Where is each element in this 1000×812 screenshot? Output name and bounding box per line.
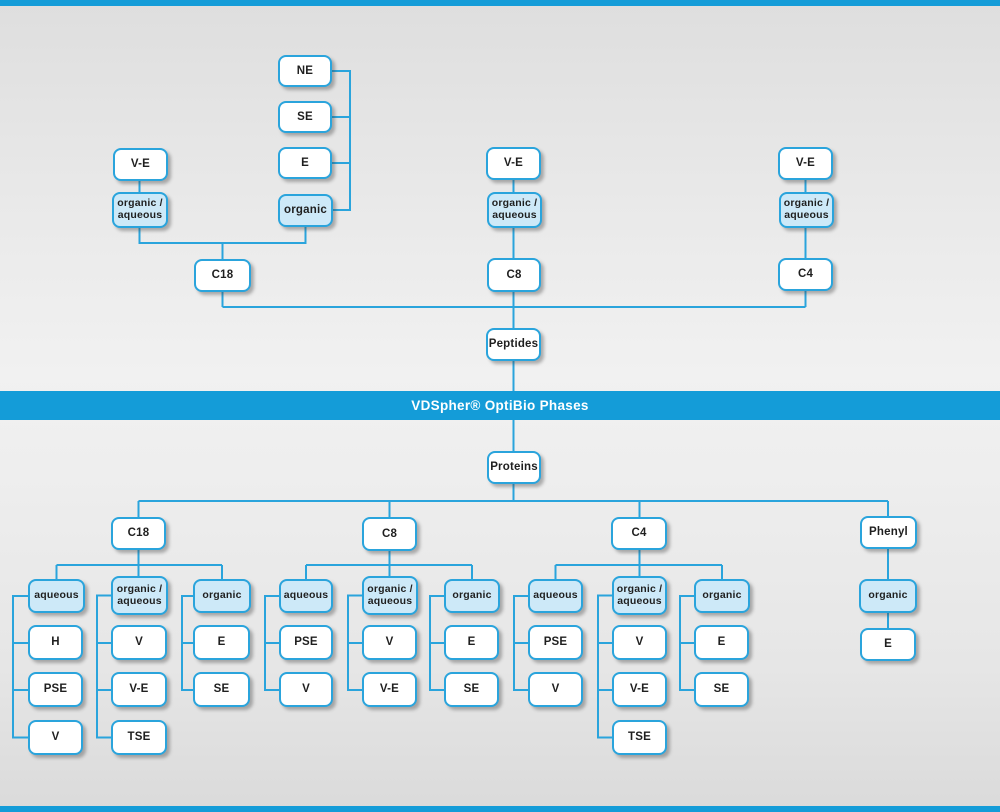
node-prot-c8-orgaq-leaf: V-E (362, 672, 417, 707)
node-pep-c18-se: SE (278, 101, 332, 133)
node-pep-c4: C4 (778, 258, 833, 291)
node-pep-c18-e: E (278, 147, 332, 179)
node-prot-c4: C4 (611, 517, 667, 550)
node-prot-c18-orgaq-leaf: TSE (111, 720, 167, 755)
node-pep-c4-ve: V-E (778, 147, 833, 180)
node-prot-c18-organic-leaf: E (193, 625, 250, 660)
node-proteins-root: Proteins (487, 451, 541, 484)
node-pep-c18-organic: organic (278, 194, 333, 227)
node-peptides-root: Peptides (486, 328, 541, 361)
node-prot-c4-orgaq-leaf: V-E (612, 672, 667, 707)
node-prot-c8-aqueous-leaf: PSE (279, 625, 333, 660)
node-prot-c18: C18 (111, 517, 166, 550)
node-prot-c18-orgaq-leaf: V-E (111, 672, 167, 707)
node-prot-c8-aqueous-leaf: V (279, 672, 333, 707)
node-prot-c18-aqueous-leaf: V (28, 720, 83, 755)
node-prot-c8-organic: organic (444, 579, 500, 613)
node-prot-c18-aqueous-leaf: H (28, 625, 83, 660)
node-prot-c18-orgaq: organic / aqueous (111, 576, 168, 615)
node-prot-c8-organic-leaf: SE (444, 672, 499, 707)
top-accent-bar (0, 0, 1000, 6)
node-prot-c4-organic-leaf: E (694, 625, 749, 660)
bottom-accent-bar (0, 806, 1000, 812)
node-prot-c18-organic-leaf: SE (193, 672, 250, 707)
node-prot-c8-orgaq-leaf: V (362, 625, 417, 660)
node-prot-c4-organic-leaf: SE (694, 672, 749, 707)
banner-title: VDSpher® OptiBio Phases (0, 391, 1000, 420)
node-pep-c8-ve: V-E (486, 147, 541, 180)
node-prot-c4-orgaq: organic / aqueous (612, 576, 667, 615)
node-prot-c8-aqueous: aqueous (279, 579, 333, 613)
node-prot-c18-aqueous-leaf: PSE (28, 672, 83, 707)
node-prot-c4-organic: organic (694, 579, 750, 613)
node-prot-phenyl-organic-leaf: E (860, 628, 916, 661)
node-pep-c8: C8 (487, 258, 541, 292)
node-prot-c8: C8 (362, 517, 417, 551)
node-prot-c8-orgaq: organic / aqueous (362, 576, 418, 615)
node-pep-c8-orgaq: organic / aqueous (487, 192, 542, 228)
node-prot-c4-orgaq-leaf: V (612, 625, 667, 660)
node-prot-c8-organic-leaf: E (444, 625, 499, 660)
node-prot-c4-aqueous-leaf: PSE (528, 625, 583, 660)
node-prot-c18-orgaq-leaf: V (111, 625, 167, 660)
node-prot-c4-aqueous-leaf: V (528, 672, 583, 707)
node-pep-c18: C18 (194, 259, 251, 292)
node-pep-c18-ne: NE (278, 55, 332, 87)
node-pep-c18-orgaq: organic / aqueous (112, 192, 168, 228)
node-prot-c18-aqueous: aqueous (28, 579, 85, 613)
node-prot-c18-organic: organic (193, 579, 251, 613)
node-prot-phenyl-organic: organic (859, 579, 917, 613)
node-pep-c18-ve: V-E (113, 148, 168, 181)
node-prot-phenyl: Phenyl (860, 516, 917, 549)
node-prot-c4-aqueous: aqueous (528, 579, 583, 613)
node-pep-c4-orgaq: organic / aqueous (779, 192, 834, 228)
node-prot-c4-orgaq-leaf: TSE (612, 720, 667, 755)
